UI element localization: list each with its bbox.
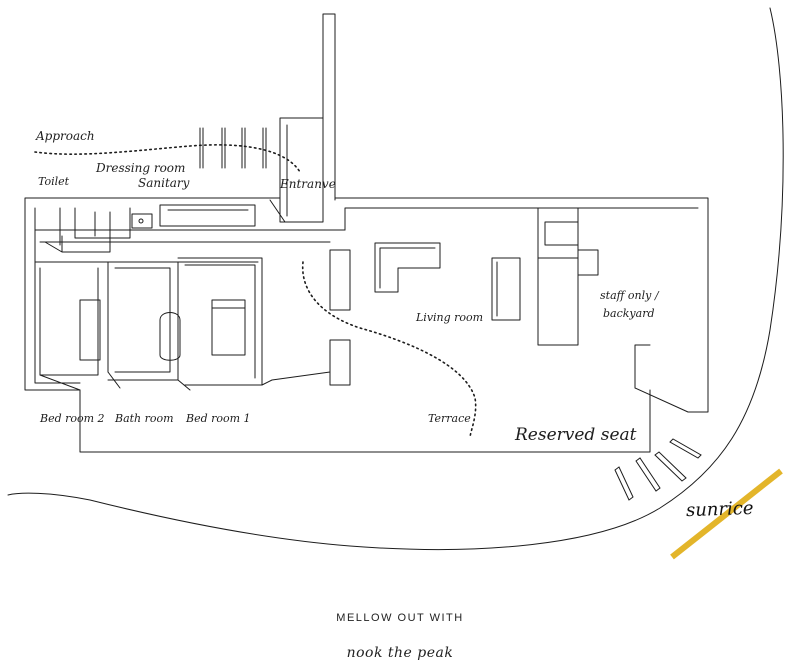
sink — [138, 218, 144, 224]
ray-3 — [654, 451, 687, 482]
ray-1 — [614, 466, 634, 501]
staff-wall — [537, 207, 579, 346]
label-living-room: Living room — [416, 311, 484, 324]
terrace-bench — [329, 339, 351, 386]
dining-table — [491, 257, 521, 321]
sanitary-fixtures — [59, 207, 153, 246]
entrance-block — [279, 117, 324, 223]
bedroom-front-walls — [39, 359, 331, 391]
bedroom1-walls — [177, 257, 263, 386]
approach-path — [34, 144, 301, 173]
sofa-l — [374, 242, 441, 293]
bathtub — [159, 312, 181, 361]
left-wing-outline — [24, 197, 651, 453]
left-wing-inner — [34, 207, 81, 384]
label-bath-room: Bath room — [115, 412, 174, 425]
staff-steps — [577, 249, 599, 276]
label-entrance: Entranve — [280, 177, 336, 191]
bedroom2-bed — [79, 299, 101, 361]
bedroom2-walls — [34, 261, 109, 376]
label-sanitary: Sanitary — [138, 176, 190, 190]
label-dressing-room: Dressing room — [96, 161, 186, 175]
tagline-line1: MELLOW OUT WITH — [336, 612, 464, 624]
sunrice-label: sunrice — [685, 497, 754, 522]
label-bed-room-2: Bed room 2 — [40, 412, 105, 425]
bedroom1-bed — [211, 299, 246, 356]
coffee-table — [329, 249, 351, 311]
label-toilet: Toilet — [38, 175, 70, 188]
label-backyard: backyard — [603, 307, 655, 320]
sunrice-accent-bar — [670, 468, 783, 560]
coastline — [7, 7, 784, 551]
label-terrace: Terrace — [428, 412, 471, 425]
label-approach: Approach — [36, 129, 95, 143]
label-reserved-seat: Reserved seat — [515, 425, 637, 445]
ray-4 — [669, 438, 702, 459]
label-staff-only: staff only / — [600, 289, 659, 302]
ray-2 — [635, 457, 661, 492]
living-path — [301, 261, 477, 439]
right-wing-inner — [344, 207, 699, 231]
dressing-counter — [159, 199, 286, 227]
label-bed-room-1: Bed room 1 — [186, 412, 251, 425]
corridor-wall — [34, 229, 346, 243]
tagline-line2: nook the peak — [346, 645, 454, 661]
entry-steps — [44, 235, 111, 253]
right-wing-outline — [334, 197, 709, 413]
bathroom-walls — [107, 261, 179, 381]
tower-wall — [322, 13, 336, 201]
approach-posts — [199, 127, 267, 169]
